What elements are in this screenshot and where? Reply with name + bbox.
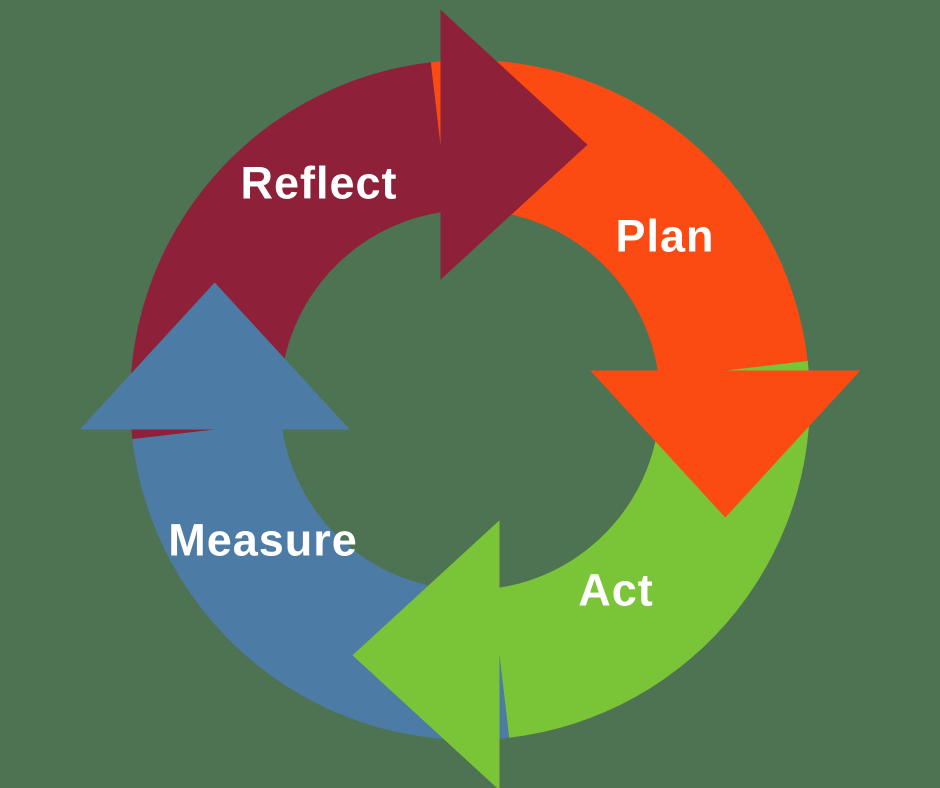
cycle-arrowhead-act-west	[352, 520, 500, 788]
cycle-arrowhead-measure-north	[79, 282, 350, 430]
cycle-label-measure: Measure	[168, 515, 358, 566]
cycle-label-act: Act	[578, 565, 654, 616]
cycle-arrowhead-reflect-east	[440, 9, 588, 280]
cycle-label-plan: Plan	[615, 211, 714, 262]
cycle-arrowhead-plan-south	[590, 370, 861, 518]
cycle-label-reflect: Reflect	[240, 158, 397, 209]
